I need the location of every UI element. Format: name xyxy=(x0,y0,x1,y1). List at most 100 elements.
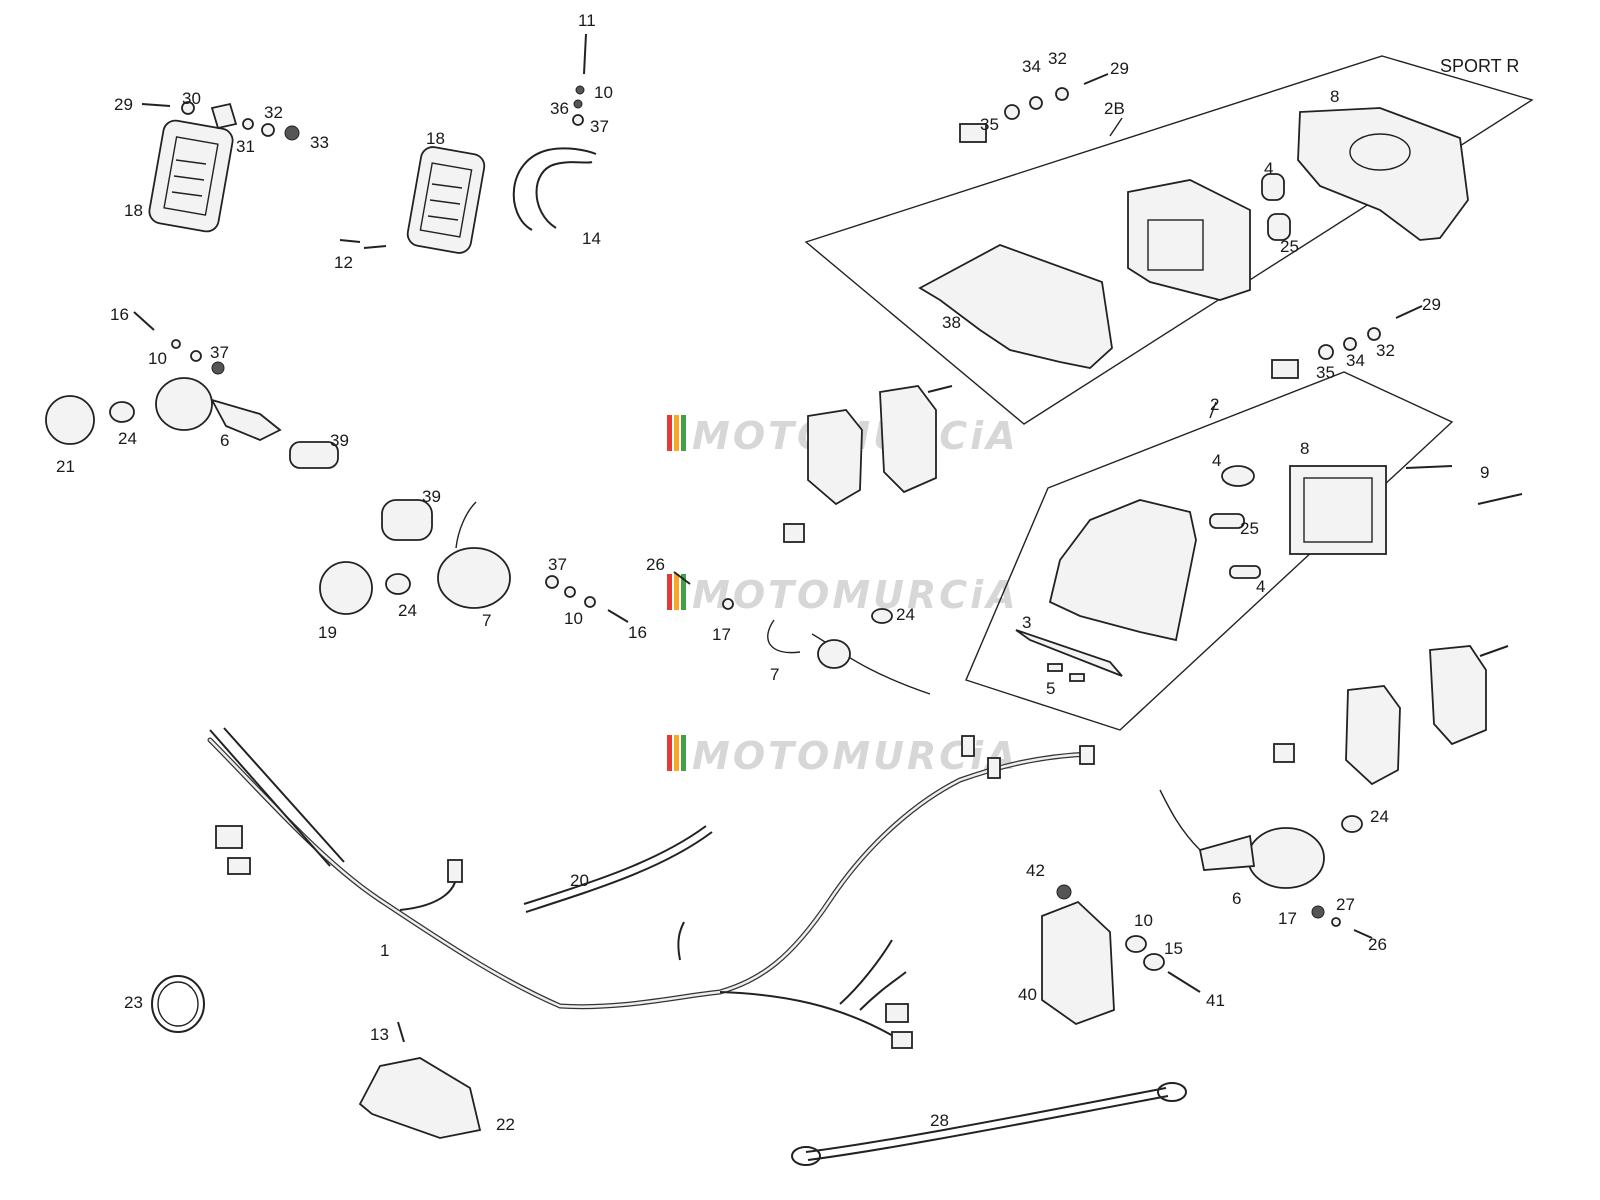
clamp-23-inner xyxy=(157,981,199,1027)
label-39: 39 xyxy=(330,431,349,450)
label-11: 11 xyxy=(578,11,596,30)
washer-34-right xyxy=(1343,337,1357,351)
rubber-39-left xyxy=(289,441,339,469)
housing-window xyxy=(1147,219,1204,271)
indicator-body-6-right xyxy=(1247,827,1325,889)
washer-center xyxy=(564,586,576,598)
screw-26-right xyxy=(1353,929,1373,939)
label-18: 18 xyxy=(124,201,143,220)
indicator-lens-21 xyxy=(45,395,95,445)
label-12: 12 xyxy=(334,253,353,272)
label-18: 18 xyxy=(426,129,445,148)
label-6: 6 xyxy=(1232,889,1241,908)
taillight-cover-2 xyxy=(1048,499,1197,642)
label-6: 6 xyxy=(220,431,229,450)
strap-end-right xyxy=(1157,1082,1187,1102)
label-25: 25 xyxy=(1240,519,1259,538)
clamp-23 xyxy=(151,975,205,1033)
screw-indicator-center xyxy=(927,385,953,393)
nut-17-center xyxy=(722,598,734,610)
label-32: 32 xyxy=(264,103,283,122)
indicator-body-6 xyxy=(155,377,213,431)
label-4: 4 xyxy=(1212,451,1221,470)
washer-10-right xyxy=(1125,935,1147,953)
screw-29-right xyxy=(1395,305,1423,319)
label-3: 3 xyxy=(1022,613,1031,632)
screw-29-top xyxy=(1083,73,1109,85)
label-34: 34 xyxy=(1346,351,1365,370)
rubber-39-center xyxy=(381,499,433,541)
label-23: 23 xyxy=(124,993,143,1012)
indicator-wire-7 xyxy=(455,501,477,549)
label-29: 29 xyxy=(1422,295,1441,314)
regulator-40 xyxy=(1041,900,1115,1026)
label-10: 10 xyxy=(1134,911,1153,930)
label-9: 9 xyxy=(1480,463,1489,482)
bulb-25-sport xyxy=(1267,213,1291,241)
label-14: 14 xyxy=(582,229,601,248)
taillight-lens-8-sport xyxy=(1297,107,1469,241)
nut-35-right xyxy=(1318,344,1334,360)
label-2b: 2B xyxy=(1104,99,1125,118)
washer-27 xyxy=(1331,917,1341,927)
lens-marking xyxy=(1349,133,1411,171)
ground-strap-28 xyxy=(805,1087,1169,1161)
washer-30 xyxy=(181,101,195,115)
indicator-mount-7b xyxy=(817,639,851,669)
label-32: 32 xyxy=(1376,341,1395,360)
washer-10-left xyxy=(171,339,181,349)
label-41: 41 xyxy=(1206,991,1225,1010)
bulb-24-center xyxy=(385,573,411,595)
label-5: 5 xyxy=(1046,679,1055,698)
label-26: 26 xyxy=(646,555,665,574)
label-8: 8 xyxy=(1300,439,1309,458)
tail-cover-38 xyxy=(918,244,1113,369)
strap-end-left xyxy=(791,1146,821,1166)
label-16: 16 xyxy=(110,305,129,324)
panel-sport-r-outline xyxy=(804,55,1534,425)
washer-36 xyxy=(573,99,583,109)
washer-10-top xyxy=(575,85,585,95)
spacer-5b xyxy=(1069,673,1085,682)
taillight-lens-8 xyxy=(1289,465,1387,555)
nut-17-right xyxy=(1311,905,1325,919)
washer-15 xyxy=(1143,953,1165,971)
label-37: 37 xyxy=(590,117,609,136)
label-37: 37 xyxy=(210,343,229,362)
label-20: 20 xyxy=(570,871,589,890)
washer-34-top xyxy=(1029,96,1043,110)
screw-16-center xyxy=(607,609,629,623)
washer-32-right xyxy=(1367,327,1381,341)
bulb-4-lower xyxy=(1229,565,1261,579)
part-labels: 11 10 36 37 14 29 30 31 32 33 18 18 12 1… xyxy=(56,11,1489,1134)
indicator-body-center xyxy=(807,409,863,506)
label-22: 22 xyxy=(496,1115,515,1134)
clip-center xyxy=(783,523,805,543)
washer-10-center xyxy=(584,596,596,608)
label-4: 4 xyxy=(1264,159,1273,178)
label-24: 24 xyxy=(118,429,137,448)
bulb-4-upper xyxy=(1221,465,1255,487)
watermark-2: MOTOMURCiA xyxy=(667,573,1019,617)
label-17: 17 xyxy=(712,625,731,644)
indicator-wire-7b xyxy=(811,633,931,695)
bracket-14 xyxy=(512,147,597,231)
label-21: 21 xyxy=(56,457,75,476)
watermark-text: MOTOMURCiA xyxy=(692,573,1019,617)
screw-12a xyxy=(339,239,361,243)
label-4: 4 xyxy=(1256,577,1265,596)
relay-18-center xyxy=(406,146,486,254)
label-26: 26 xyxy=(1368,935,1387,954)
bulb-25 xyxy=(1209,513,1245,529)
label-10: 10 xyxy=(148,349,167,368)
indicator-cover-right xyxy=(1429,645,1487,746)
plate-3 xyxy=(1015,629,1123,677)
label-42: 42 xyxy=(1026,861,1045,880)
label-29: 29 xyxy=(1110,59,1129,78)
indicator-stem-6 xyxy=(210,398,282,441)
screw-12b xyxy=(363,245,387,249)
label-1: 1 xyxy=(380,941,389,960)
nut-37-left xyxy=(211,361,225,375)
indicator-wire-loop xyxy=(767,619,801,654)
